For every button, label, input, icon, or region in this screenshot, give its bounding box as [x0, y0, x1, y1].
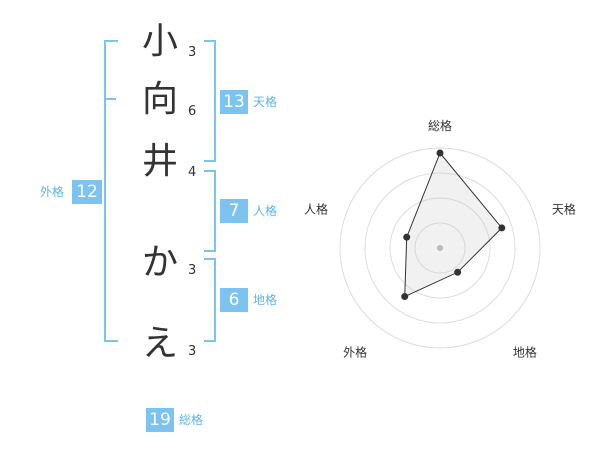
tenkaku-badge: 13 — [220, 90, 248, 114]
gaikaku-bracket — [104, 40, 118, 342]
stroke-count-4: 3 — [188, 263, 197, 278]
radar-axis-label-2: 天格 — [552, 202, 576, 217]
radar-axis-label-5: 人格 — [304, 202, 328, 217]
radar-center-dot — [437, 245, 443, 251]
radar-axis-label-4: 外格 — [343, 344, 367, 359]
chikaku-badge: 6 — [220, 288, 248, 312]
radar-point-2 — [498, 224, 506, 232]
tenkaku-label: 天格 — [253, 95, 278, 109]
name-char-2: 向 — [141, 79, 178, 120]
radar-point-4 — [401, 293, 409, 301]
radar-axis-label-3: 地格 — [513, 344, 537, 359]
gaikaku-badge: 12 — [72, 180, 102, 204]
jinkaku-label: 人格 — [253, 204, 278, 218]
radar-axis-label-1: 総格 — [428, 118, 452, 133]
jinkaku-bracket — [204, 170, 216, 252]
radar-point-5 — [403, 233, 411, 241]
name-char-5: え — [141, 323, 178, 364]
radar-ring — [364, 172, 516, 324]
name-char-3: 井 — [141, 141, 178, 182]
gaikaku-label: 外格 — [40, 185, 65, 199]
name-char-1: 小 — [141, 21, 178, 62]
gaikaku-bracket-tick — [104, 98, 116, 100]
radar-ring — [339, 147, 541, 349]
stroke-count-3: 4 — [188, 165, 197, 180]
soukaku-badge: 19 — [146, 408, 174, 432]
chikaku-label: 地格 — [253, 293, 278, 307]
name-char-4: か — [141, 242, 178, 283]
soukaku-label: 総格 — [179, 413, 204, 427]
stroke-count-2: 6 — [188, 104, 197, 119]
jinkaku-badge: 7 — [220, 199, 248, 223]
chikaku-bracket — [204, 258, 216, 342]
radar-point-3 — [454, 268, 462, 276]
tenkaku-bracket — [204, 40, 216, 162]
stroke-count-1: 3 — [188, 45, 197, 60]
radar-point-1 — [436, 149, 444, 157]
radar-ring — [414, 222, 466, 274]
radar-ring — [389, 197, 491, 299]
stroke-count-5: 3 — [188, 344, 197, 359]
radar-polygon — [404, 152, 503, 298]
